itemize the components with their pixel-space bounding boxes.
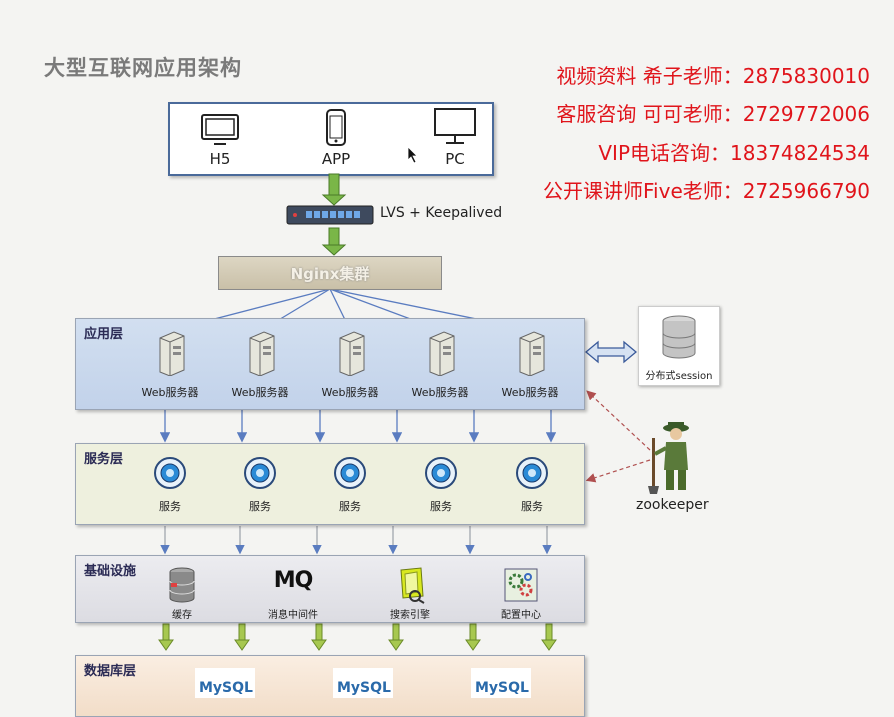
server-icon	[519, 331, 545, 376]
service-icon	[154, 457, 186, 489]
service-label: 服务	[339, 500, 361, 513]
infra-node-mq: MQ 消息中间件	[248, 566, 338, 621]
service-node-5: 服务	[487, 456, 577, 518]
web-server-3: Web服务器	[300, 330, 400, 400]
config-center-icon	[504, 568, 538, 602]
service-icon	[334, 457, 366, 489]
contact-line-1: 视频资料 希子老师：2875830010	[556, 64, 870, 88]
app-to-service-arrows	[159, 410, 557, 443]
client-label-app: APP	[321, 150, 351, 168]
infra-node-search: 搜索引擎	[365, 566, 455, 621]
lvs-label: LVS + Keepalived	[380, 205, 503, 221]
service-icon	[425, 457, 457, 489]
infra-label-config: 配置中心	[501, 610, 541, 621]
page-title: 大型互联网应用架构	[44, 56, 242, 80]
mysql-node-1: MySQL	[195, 668, 255, 698]
service-label: 服务	[249, 500, 271, 513]
mysql-logo: MySQL	[337, 680, 391, 696]
session-double-arrow	[584, 340, 638, 364]
infra-label-mq: 消息中间件	[268, 610, 318, 621]
client-box: H5 APP PC	[168, 102, 494, 176]
service-label: 服务	[159, 500, 181, 513]
mysql-logo: MySQL	[199, 680, 253, 696]
web-server-label: Web服务器	[321, 386, 379, 399]
contact-line-4: 公开课讲师Five老师：2725966790	[543, 179, 870, 203]
service-label: 服务	[430, 500, 452, 513]
nginx-label: Nginx集群	[290, 265, 370, 283]
infra-label-cache: 缓存	[172, 610, 192, 621]
mysql-logo: MySQL	[475, 680, 529, 696]
server-icon	[249, 331, 275, 376]
web-server-1: Web服务器	[120, 330, 220, 400]
service-layer-label: 服务层	[84, 452, 124, 467]
mysql-node-2: MySQL	[333, 668, 393, 698]
service-node-1: 服务	[125, 456, 215, 518]
mysql-node-3: MySQL	[471, 668, 531, 698]
web-server-5: Web服务器	[480, 330, 580, 400]
infra-node-config: 配置中心	[476, 566, 566, 621]
web-server-label: Web服务器	[141, 386, 199, 399]
switch-icon	[286, 205, 374, 225]
phone-icon	[326, 109, 346, 146]
service-node-3: 服务	[305, 456, 395, 518]
app-layer-label: 应用层	[84, 327, 124, 342]
service-icon	[244, 457, 276, 489]
cache-icon	[169, 567, 195, 603]
service-to-infra-arrows	[160, 526, 552, 555]
cursor-icon	[407, 146, 418, 164]
infra-label-search: 搜索引擎	[390, 610, 430, 621]
green-arrow-client-lvs	[321, 173, 347, 206]
web-server-2: Web服务器	[210, 330, 310, 400]
server-icon	[429, 331, 455, 376]
web-server-label: Web服务器	[501, 386, 559, 399]
session-label: 分布式session	[645, 371, 713, 382]
contact-line-3: VIP电话咨询：18374824534	[598, 141, 870, 165]
server-icon	[159, 331, 185, 376]
infra-to-db-arrows	[158, 623, 557, 651]
service-node-2: 服务	[215, 456, 305, 518]
zookeeper-icon	[648, 422, 689, 494]
contact-line-2: 客服咨询 可可老师：2729772006	[556, 102, 870, 126]
zookeeper-dashed-links	[585, 390, 651, 483]
database-icon	[662, 315, 696, 359]
web-server-4: Web服务器	[390, 330, 490, 400]
green-arrow-lvs-nginx	[321, 227, 347, 256]
service-icon	[516, 457, 548, 489]
web-server-label: Web服务器	[411, 386, 469, 399]
service-node-4: 服务	[396, 456, 486, 518]
client-label-pc: PC	[445, 150, 465, 168]
infra-layer-label: 基础设施	[84, 564, 137, 579]
server-icon	[339, 331, 365, 376]
search-engine-icon	[400, 567, 425, 604]
mq-logo: MQ	[273, 568, 314, 593]
web-server-label: Web服务器	[231, 386, 289, 399]
pc-icon	[434, 108, 476, 144]
service-label: 服务	[521, 500, 543, 513]
infra-node-cache: 缓存	[137, 566, 227, 621]
nginx-cluster-bar: Nginx集群	[218, 256, 442, 290]
monitor-icon	[201, 114, 239, 145]
client-label-h5: H5	[209, 150, 231, 168]
session-box: 分布式session	[638, 306, 720, 386]
infra-layer: 基础设施	[75, 555, 585, 623]
zookeeper-label: zookeeper	[636, 497, 709, 513]
db-layer-label: 数据库层	[84, 664, 137, 679]
